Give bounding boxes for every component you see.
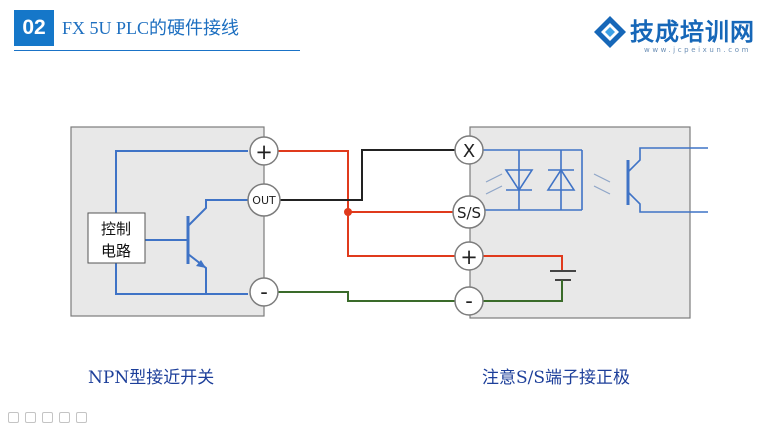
wire-green-minus	[278, 291, 456, 302]
plc-terminal-ss-label: S/S	[457, 204, 481, 222]
sensor-caption: NPN型接近开关	[88, 368, 215, 388]
slide-number: 02	[14, 10, 54, 46]
plc-box	[469, 126, 691, 319]
power-supply-battery	[481, 255, 576, 302]
pointer-icon[interactable]	[76, 412, 87, 423]
control-circuit-label-2: 电路	[101, 242, 131, 260]
title-underline	[14, 50, 300, 51]
logo-url: www.jcpeixun.com	[644, 46, 752, 54]
sensor-terminal-plus	[249, 136, 279, 166]
plc-terminal-plus-label: +	[460, 245, 478, 269]
logo-name: 技成培训网	[630, 18, 755, 46]
control-circuit-label-1: 控制	[101, 220, 131, 238]
highlighter-icon[interactable]	[42, 412, 53, 423]
sensor-terminal-out	[247, 183, 281, 217]
slide-title: FX 5U PLC的硬件接线	[62, 18, 240, 38]
wire-red-plus	[278, 150, 456, 257]
wire-black-out	[278, 149, 456, 201]
control-circuit-block	[87, 212, 146, 264]
eraser-icon[interactable]	[59, 412, 70, 423]
external-wires	[278, 149, 456, 302]
wire-junction	[344, 208, 352, 216]
plc-internal-circuit	[483, 147, 708, 213]
plc-terminal-x	[454, 135, 484, 165]
annotation-toolbar	[8, 412, 87, 423]
plc-terminal-x-label: X	[463, 141, 475, 162]
plc-terminal-minus	[454, 286, 484, 316]
logo-icon	[594, 16, 626, 48]
sensor-terminal-plus-label: +	[255, 140, 273, 164]
sensor-terminal-minus-label: -	[260, 280, 268, 304]
plc-terminal-ss	[452, 195, 486, 229]
optocoupler-light-arrows	[485, 173, 611, 195]
plc-terminal-minus-label: -	[465, 289, 473, 313]
plc-terminal-plus	[454, 241, 484, 271]
arrow-icon[interactable]	[8, 412, 19, 423]
plc-caption: 注意S/S端子接正极	[482, 368, 631, 388]
logo: 技成培训网 www.jcpeixun.com	[586, 10, 766, 64]
pen-icon[interactable]	[25, 412, 36, 423]
transistor-emitter-arrow	[196, 260, 206, 268]
sensor-terminal-minus	[249, 277, 279, 307]
sensor-terminal-out-label: OUT	[252, 194, 276, 207]
